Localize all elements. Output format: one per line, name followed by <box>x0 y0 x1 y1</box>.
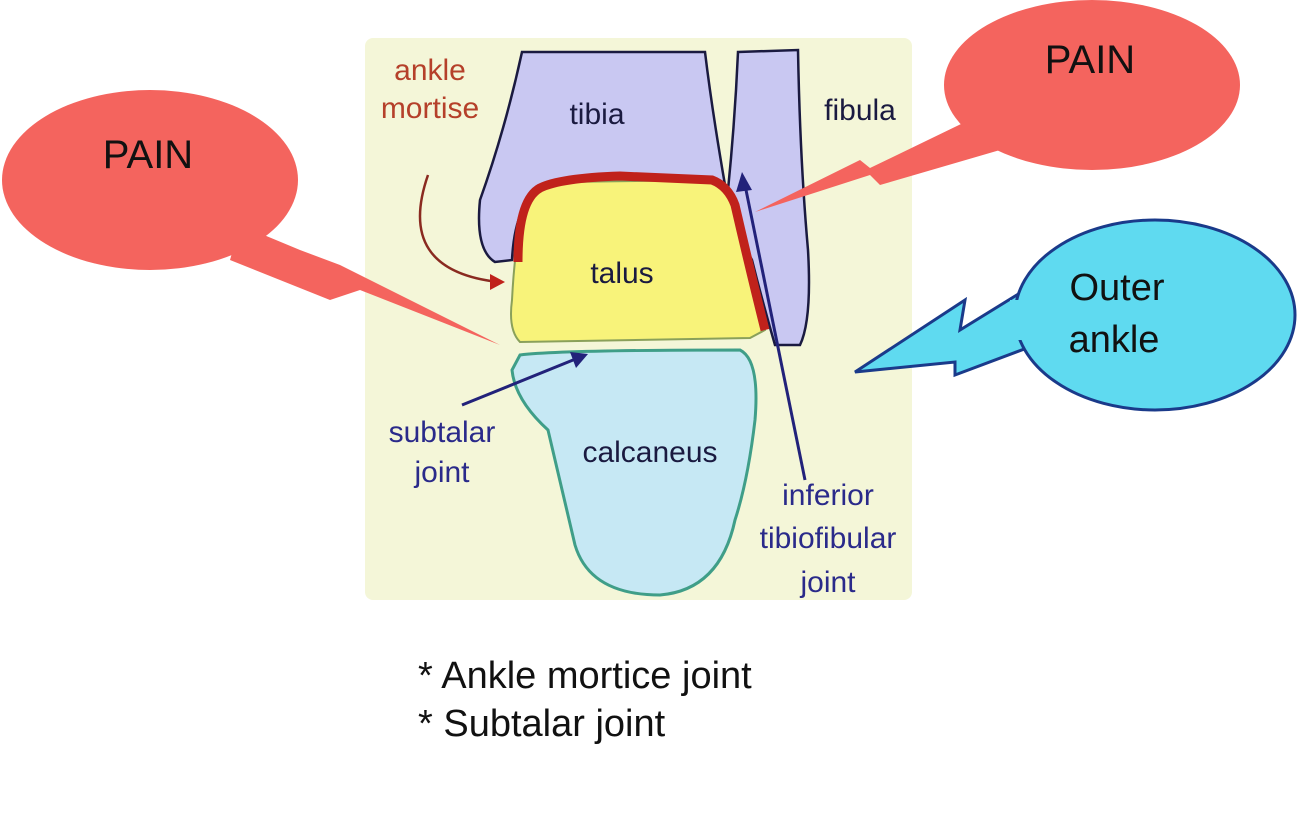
tibiofibular-arrowhead <box>736 172 752 192</box>
joint-notes: * Ankle mortice joint * Subtalar joint <box>418 652 752 748</box>
label-tibia: tibia <box>569 98 624 131</box>
pain-text: PAIN <box>1045 38 1135 82</box>
pain-text: PAIN <box>103 133 193 177</box>
label-inferior-tibiofibular: inferior <box>782 479 874 512</box>
outer-ankle-text: Outer <box>1069 267 1164 309</box>
label-subtalar-joint: joint <box>413 456 470 489</box>
outer-ankle-callout: Outer ankle <box>854 218 1297 412</box>
fibula-bone <box>726 48 811 347</box>
pain-callout-right: PAIN <box>755 0 1240 212</box>
ankle-mortise-outline <box>513 171 770 332</box>
label-ankle-mortise: mortise <box>381 92 479 125</box>
subtalar-arrowhead <box>570 352 588 368</box>
label-fibula: fibula <box>824 94 896 127</box>
label-calcaneus: calcaneus <box>582 436 717 469</box>
tibiofibular-arrow <box>743 184 807 481</box>
note-subtalar: * Subtalar joint <box>418 703 666 745</box>
label-subtalar-joint: subtalar <box>389 416 496 449</box>
outer-ankle-text: ankle <box>1069 319 1160 361</box>
mortise-arrow <box>418 174 499 284</box>
label-inferior-tibiofibular: tibiofibular <box>760 522 897 555</box>
mortise-arrowhead <box>490 274 505 290</box>
note-ankle-mortice: * Ankle mortice joint <box>418 655 752 697</box>
label-ankle-mortise: ankle <box>394 54 466 87</box>
pain-callout-left: PAIN <box>2 90 500 345</box>
subtalar-arrow <box>461 356 579 407</box>
label-talus: talus <box>590 257 653 290</box>
calcaneus-bone <box>510 348 758 597</box>
label-inferior-tibiofibular: joint <box>799 566 856 599</box>
